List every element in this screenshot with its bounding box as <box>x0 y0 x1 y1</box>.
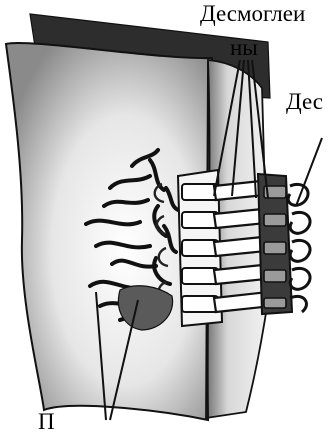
label-desmoplakin: Дес <box>286 90 323 113</box>
label-desmogleins: Десмоглеи <box>200 2 305 25</box>
label-desmogleins-cont: ны <box>230 36 258 59</box>
label-bottom: П <box>38 410 55 433</box>
